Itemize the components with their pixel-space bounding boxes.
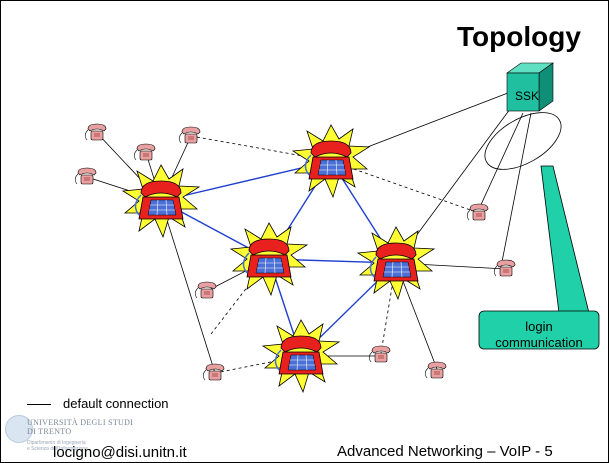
login-ellipse	[484, 112, 562, 170]
university-seal-icon	[5, 415, 33, 443]
callout-text: login communication	[479, 319, 599, 351]
supernode-phone-icon	[292, 124, 370, 198]
footer-email: locigno@disi.unitn.it	[53, 444, 187, 461]
logo-department-name: Dipartimento di Ingegneria e Scienza del…	[27, 440, 88, 452]
legend-label: default connection	[63, 396, 169, 411]
university-logo: UNIVERSITÀ DEGLI STUDI DI TRENTO Diparti…	[5, 415, 145, 461]
client-phone-icon	[368, 345, 391, 363]
footer-page-fragment: 05	[337, 459, 354, 462]
ssk-node	[506, 62, 554, 112]
client-phone-icon	[133, 143, 156, 161]
client-phone-icon	[84, 123, 107, 141]
callout-pointer	[540, 165, 590, 314]
callout-line1: login	[525, 319, 553, 334]
client-phone-icon	[466, 203, 489, 221]
client-phone-icon	[178, 126, 201, 144]
footer-course-title: Advanced Networking – VoIP - 5	[337, 443, 553, 460]
client-phone-icon	[194, 281, 217, 299]
supernode-phone-icon	[230, 222, 308, 296]
ssk-links	[330, 90, 532, 268]
slide-title: Topology	[457, 21, 581, 52]
client-phone-icon	[424, 361, 447, 379]
client-phone-icon	[493, 259, 516, 277]
callout-box	[478, 310, 600, 350]
legend-line	[27, 404, 51, 405]
client-phone-icon	[74, 167, 97, 185]
client-phone-icon	[202, 363, 225, 381]
supernode-phone-icon	[122, 164, 200, 238]
logo-university-name: UNIVERSITÀ DEGLI STUDI DI TRENTO	[27, 418, 134, 436]
ssk-label: SSK	[515, 89, 540, 103]
callout-line2: communication	[495, 335, 583, 350]
